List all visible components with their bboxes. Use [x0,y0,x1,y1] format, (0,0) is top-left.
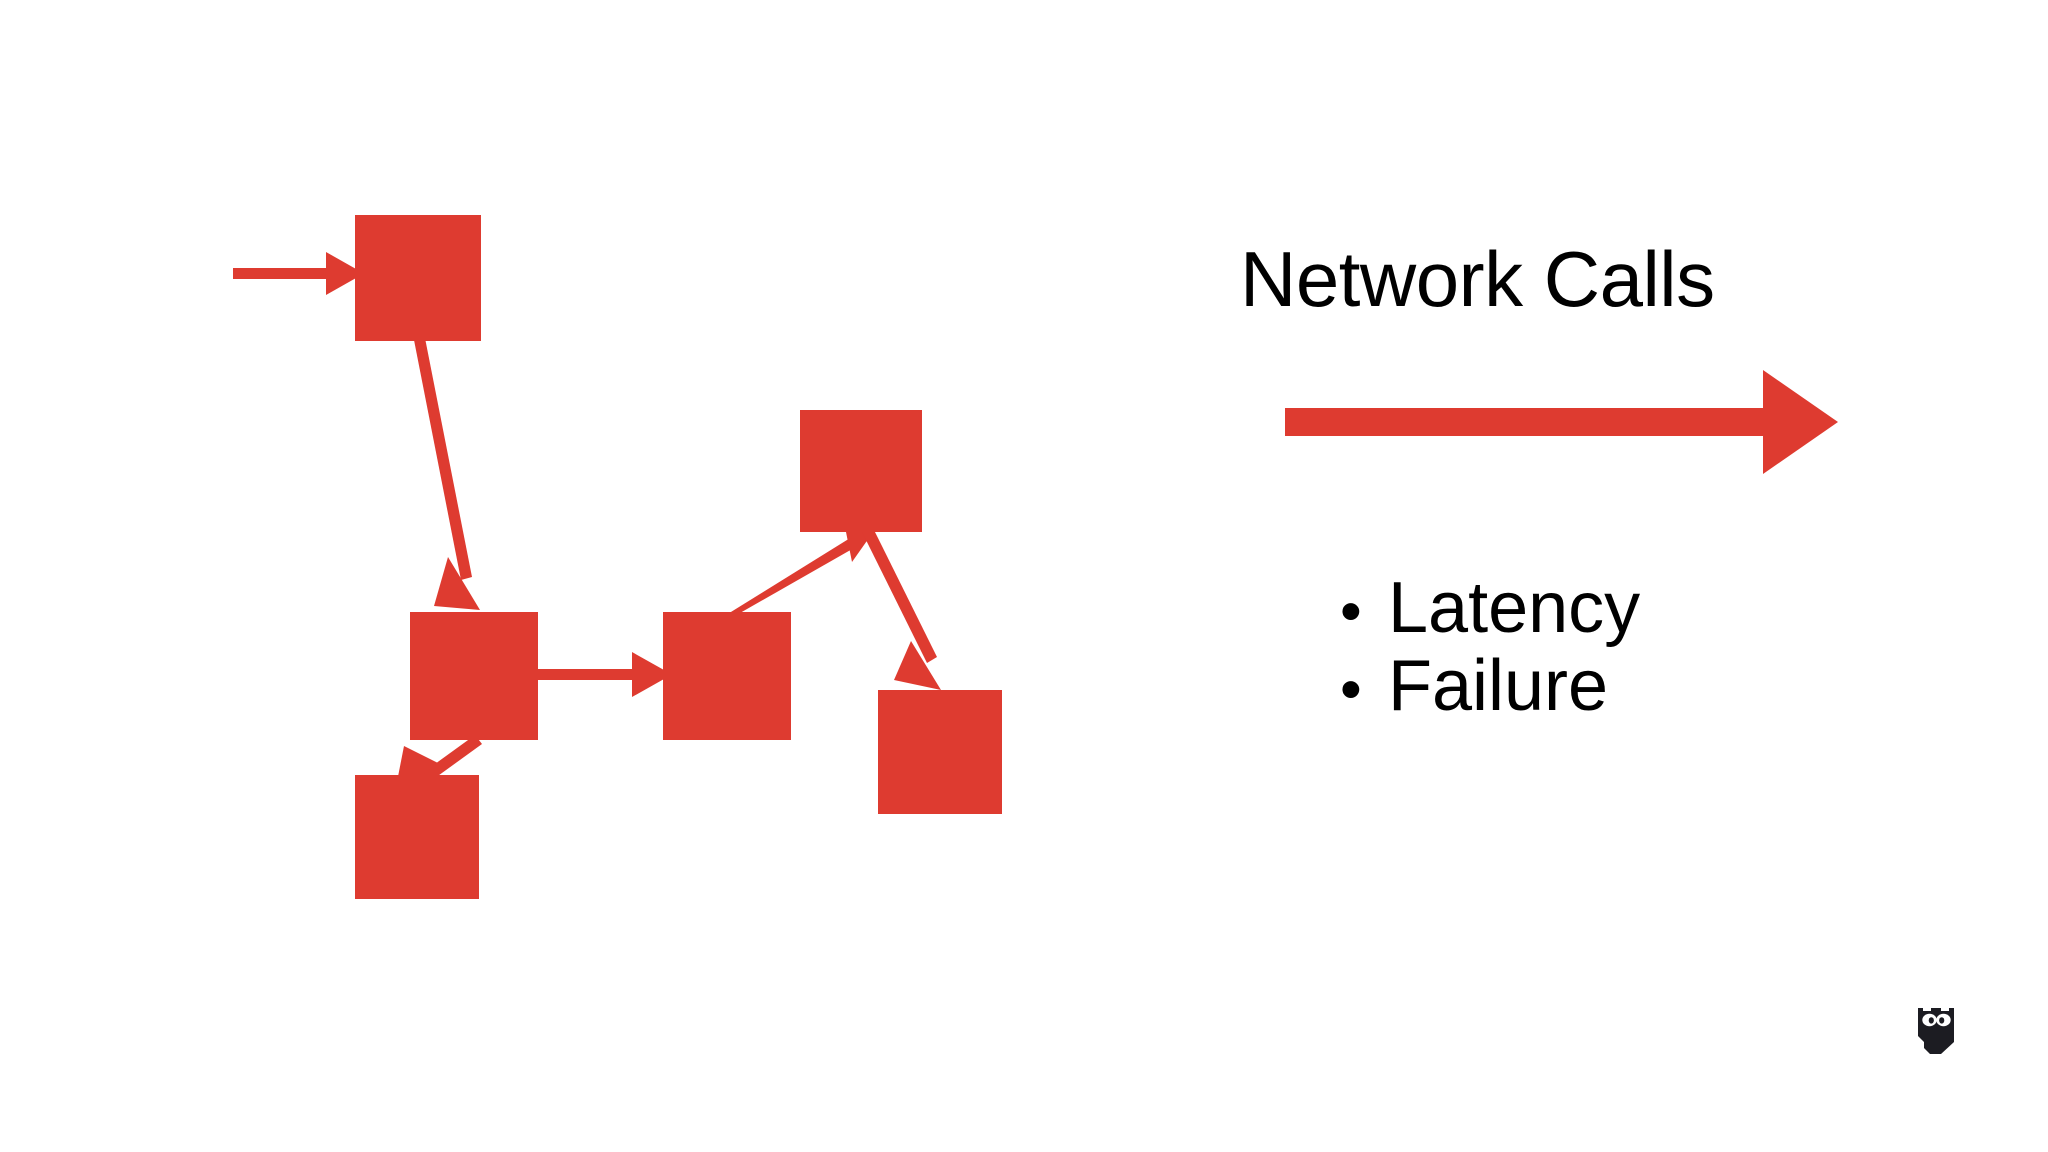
diagram-edges [233,252,941,797]
diagram-node-e[interactable] [355,775,479,899]
page-title: Network Calls [1240,235,1715,323]
edge-inbound-to-node-a [233,252,364,295]
diagram-node-b[interactable] [410,612,538,740]
list-item-latency: • Latency [1340,568,1980,648]
diagram-node-f[interactable] [878,690,1002,814]
bullet-marker-icon: • [1340,577,1362,646]
list-item-failure: • Failure [1340,645,1980,726]
bullet-label-failure: Failure [1388,645,1609,726]
bullet-label-latency: Latency [1388,568,1641,648]
bullet-list: • Latency • Failure [1340,568,1980,726]
edge-node-a-to-node-b [414,338,480,610]
panel-header: Network Calls [1240,240,1980,318]
bullet-marker-icon: • [1340,654,1362,724]
diagram-node-a[interactable] [355,215,481,341]
network-calls-arrow [1285,370,1838,474]
owl-logo-icon [1918,1008,1954,1054]
diagram-node-c[interactable] [663,612,791,740]
edge-node-d-to-node-f [862,526,941,690]
diagram-node-d[interactable] [800,410,922,532]
edge-node-b-to-node-c [537,652,672,697]
diagram-nodes [355,215,1002,899]
